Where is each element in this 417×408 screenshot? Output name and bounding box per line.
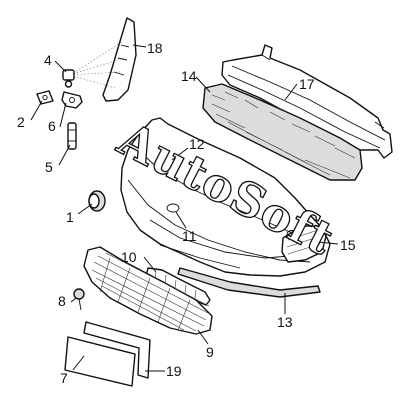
callout-11: 11 bbox=[182, 228, 197, 244]
part-8-screw bbox=[73, 288, 85, 311]
part-2-grommet bbox=[36, 90, 54, 105]
callout-15: 15 bbox=[340, 237, 356, 253]
part-4-washer-nozzle bbox=[62, 69, 75, 88]
callout-labels: 18 4 2 6 5 1 14 17 12 11 15 10 13 8 9 7 … bbox=[17, 40, 356, 386]
part-5-hose-connector bbox=[67, 122, 77, 150]
part-19-plate-backing bbox=[83, 321, 151, 379]
callout-14: 14 bbox=[181, 68, 197, 84]
callout-19: 19 bbox=[166, 363, 182, 379]
part-13-lower-strip bbox=[177, 267, 321, 298]
part-18-washer-shield bbox=[102, 17, 137, 102]
callout-9: 9 bbox=[206, 344, 214, 360]
callout-2: 2 bbox=[17, 114, 25, 130]
part-9-lower-grille bbox=[83, 246, 213, 335]
part-6-nozzle-bracket bbox=[61, 91, 83, 109]
callout-17: 17 bbox=[299, 76, 315, 92]
callout-6: 6 bbox=[48, 118, 56, 134]
part-12-bumper-cover bbox=[120, 117, 331, 277]
part-14-energy-absorber bbox=[202, 83, 363, 181]
part-15-side-insert bbox=[281, 225, 327, 263]
callout-8: 8 bbox=[58, 293, 66, 309]
leader-lines bbox=[30, 44, 339, 372]
callout-4: 4 bbox=[44, 52, 52, 68]
washer-spray bbox=[69, 41, 125, 89]
callout-10: 10 bbox=[121, 249, 137, 265]
part-7-plate-bracket bbox=[64, 336, 136, 387]
callout-13: 13 bbox=[277, 314, 293, 330]
callout-18: 18 bbox=[147, 40, 163, 56]
callout-12: 12 bbox=[189, 136, 205, 152]
callout-7: 7 bbox=[60, 370, 68, 386]
callout-1: 1 bbox=[66, 209, 74, 225]
callout-5: 5 bbox=[45, 159, 53, 175]
part-1-round-cap bbox=[88, 190, 106, 212]
